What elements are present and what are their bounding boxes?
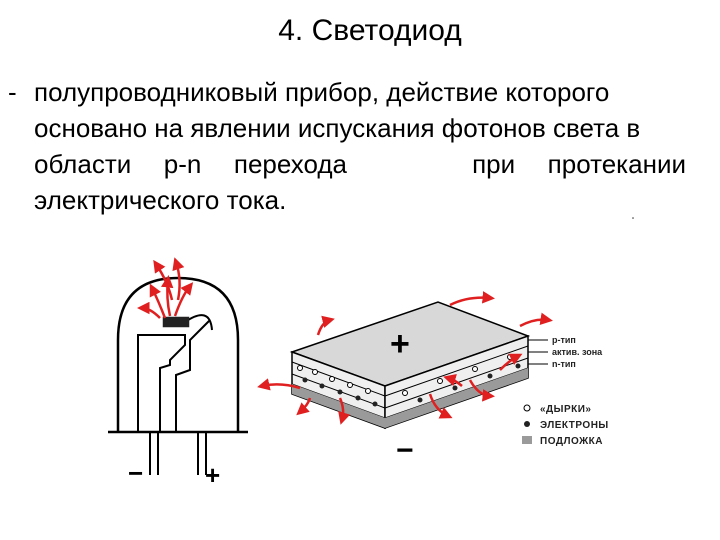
- led-anode-frame: [137, 334, 186, 432]
- layer-label-n: n-тип: [552, 359, 576, 369]
- led-cathode-frame: [175, 319, 211, 432]
- definition-text: - полупроводниковый прибор, действие кот…: [8, 74, 688, 218]
- layer-label-active: актив. зона: [552, 347, 603, 357]
- layer-labels: p-тип актив. зона n-тип: [528, 335, 603, 369]
- definition-line-3: области р-n перехода при протекании: [34, 149, 686, 179]
- led-emission-arrows: [137, 257, 194, 319]
- legend-substrate-marker: [522, 436, 532, 444]
- definition-line-4: электрического тока.: [34, 185, 287, 215]
- chip-bottom-minus: −: [396, 434, 414, 467]
- stray-dot: [632, 217, 634, 219]
- chip-emission-arrows: [257, 291, 553, 425]
- led-dome: [116, 276, 240, 432]
- led-plus-sign: +: [205, 460, 220, 490]
- chip-top-plus: +: [390, 325, 410, 363]
- led-lead-right: [197, 432, 207, 475]
- definition-line-2: основано на явлении испускания фотонов с…: [34, 113, 641, 143]
- led-minus-sign: −: [128, 458, 143, 488]
- led-symbol: [108, 276, 248, 475]
- bullet-dash: -: [8, 77, 17, 107]
- slide-title: 4. Светодиод: [278, 14, 462, 47]
- legend-hole-marker: [523, 404, 531, 412]
- legend-substrate: ПОДЛОЖКА: [540, 436, 603, 447]
- legend-holes: «ДЫРКИ»: [540, 404, 592, 415]
- layer-label-p: p-тип: [552, 335, 576, 345]
- led-chip: [162, 316, 190, 328]
- legend: «ДЫРКИ» ЭЛЕКТРОНЫ ПОДЛОЖКА: [522, 404, 609, 447]
- legend-electrons: ЭЛЕКТРОНЫ: [540, 420, 609, 431]
- legend-electron-marker: [524, 421, 530, 427]
- led-lead-left: [149, 432, 159, 475]
- definition-line-1: полупроводниковый прибор, действие котор…: [34, 77, 610, 107]
